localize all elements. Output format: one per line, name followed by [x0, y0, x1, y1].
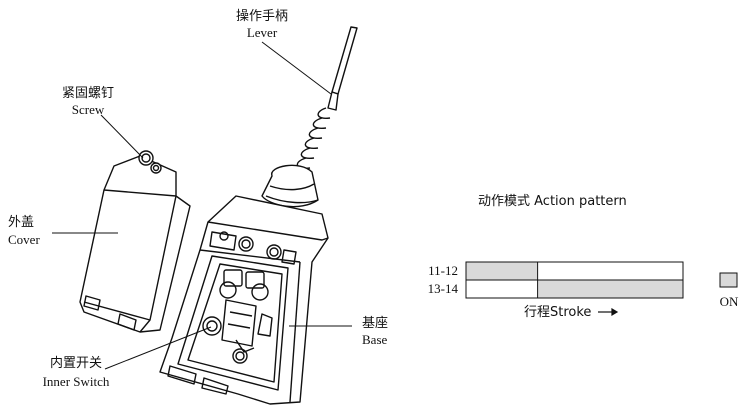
stroke-label: 行程Stroke — [524, 305, 592, 320]
lever-leader — [261, 41, 332, 95]
base-label-cn: 基座 — [362, 316, 389, 331]
screw-leader — [100, 114, 144, 159]
screw-label-en: Screw — [71, 102, 105, 117]
cover-body — [79, 155, 191, 333]
cover-label-en: Cover — [8, 232, 40, 247]
lever-spring — [296, 107, 331, 170]
base-label-en: Base — [362, 332, 388, 347]
cover-screw — [138, 150, 162, 174]
pattern-row-label: 11-12 — [428, 263, 458, 278]
inner-switch-label-cn: 内置开关 — [49, 356, 103, 371]
lever-rod — [331, 26, 358, 95]
legend-on-label: ON — [719, 294, 739, 309]
lever-label-cn: 操作手柄 — [235, 9, 289, 24]
screw-label-cn: 紧固螺钉 — [61, 86, 115, 101]
action-pattern-title: 动作模式 Action pattern — [478, 194, 627, 209]
lever-rod-bend — [327, 91, 339, 111]
inner-switch-label-en: Inner Switch — [42, 374, 110, 389]
lever-label-en: Lever — [246, 25, 278, 40]
cover-label-cn: 外盖 — [8, 215, 35, 230]
pattern-row-label: 13-14 — [427, 281, 458, 296]
inner-switch-leader — [104, 326, 212, 370]
base-compartment — [177, 255, 289, 391]
